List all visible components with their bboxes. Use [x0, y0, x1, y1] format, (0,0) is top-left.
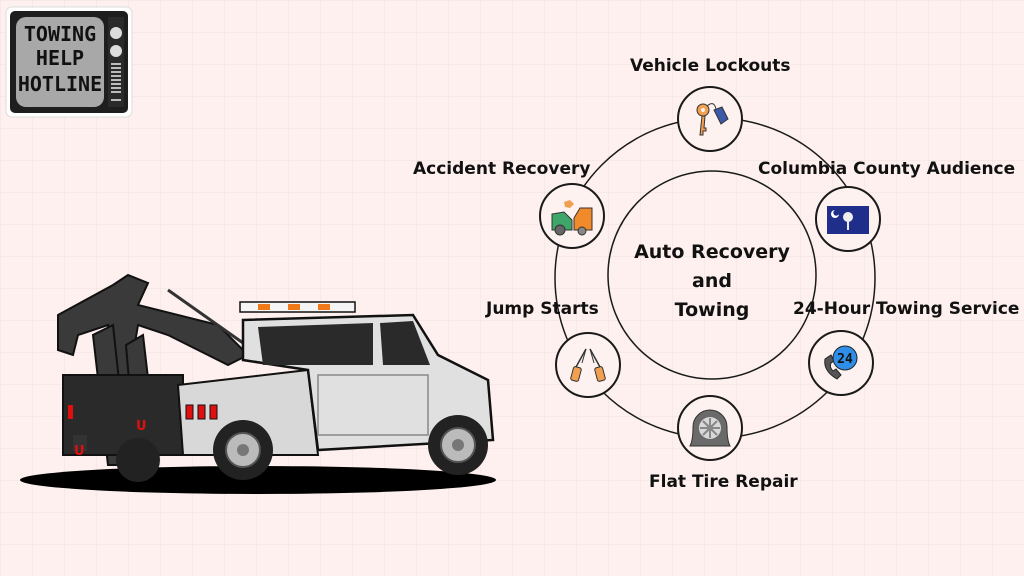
node-vehicle-lockouts[interactable] [677, 86, 743, 152]
svg-text:24: 24 [837, 352, 853, 367]
label-accident-recovery: Accident Recovery [413, 159, 591, 179]
center-title-line-2: and [692, 270, 732, 292]
center-title-line-3: Towing [674, 299, 750, 321]
label-vehicle-lockouts: Vehicle Lockouts [630, 56, 791, 76]
keys-icon [696, 103, 729, 136]
tow-truck-illustration: U U U [20, 273, 496, 494]
center-title-line-1: Auto Recovery [634, 241, 790, 263]
towing-help-hotline-logo: TOWING HELP HOTLINE [5, 6, 133, 118]
center-title: Auto Recovery and Towing [612, 238, 812, 325]
jumper-cables-icon [570, 348, 606, 382]
node-columbia-county-audience[interactable] [815, 186, 881, 252]
svg-text:U: U [136, 419, 147, 434]
phone-24-icon: 24 [824, 345, 858, 380]
south-carolina-flag-icon [827, 206, 869, 234]
logo-line-3: HOTLINE [18, 72, 102, 96]
label-columbia-county-audience: Columbia County Audience [758, 159, 1016, 179]
label-jump-starts: Jump Starts [486, 299, 599, 319]
svg-text:U: U [74, 444, 85, 459]
logo-line-1: TOWING [24, 22, 96, 46]
flat-tire-icon [689, 409, 731, 447]
logo-line-2: HELP [36, 46, 84, 70]
node-accident-recovery[interactable] [539, 183, 605, 249]
label-24-hour-towing-service: 24-Hour Towing Service [793, 299, 1020, 319]
label-flat-tire-repair: Flat Tire Repair [649, 472, 798, 492]
node-flat-tire-repair[interactable] [677, 395, 743, 461]
node-jump-starts[interactable] [555, 332, 621, 398]
node-24-hour-towing-service[interactable]: 24 [808, 330, 874, 396]
car-crash-icon [551, 200, 593, 236]
